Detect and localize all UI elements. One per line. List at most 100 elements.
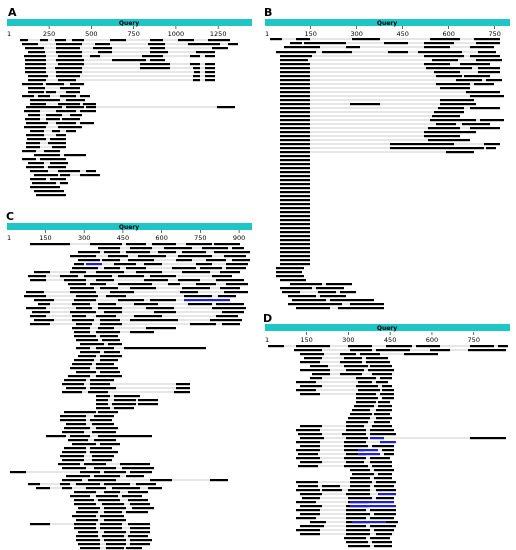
hit-segment	[470, 437, 506, 440]
hit-segment	[26, 122, 48, 125]
hit-segment	[90, 243, 122, 246]
hit-row	[296, 529, 394, 532]
hit-segment	[374, 477, 392, 480]
hit-segment	[212, 275, 232, 278]
hit-row	[354, 405, 392, 408]
hit-row	[62, 467, 154, 470]
hit-segment	[436, 75, 462, 78]
hit-segment	[486, 79, 502, 82]
hit-segment	[146, 307, 174, 310]
hit-segment	[340, 353, 356, 356]
hit-segment	[388, 51, 408, 54]
hit-segment	[40, 158, 66, 161]
hit-segment	[176, 383, 190, 386]
hit-segment	[30, 186, 60, 189]
hit-row	[280, 115, 460, 118]
hit-segment	[228, 43, 238, 46]
hit-row	[280, 63, 490, 66]
hit-row	[34, 319, 242, 322]
hit-segment	[80, 95, 90, 98]
hit-segment	[434, 111, 464, 114]
hit-segment	[158, 251, 176, 254]
hit-segment	[94, 475, 120, 478]
hit-segment	[98, 327, 114, 330]
hit-segment	[86, 170, 96, 173]
hit-row	[276, 271, 302, 274]
hit-row	[348, 545, 392, 548]
hit-row	[280, 223, 310, 226]
hit-segment	[74, 523, 96, 526]
hit-segment	[424, 55, 464, 58]
hit-segment	[66, 106, 84, 109]
hit-segment	[58, 170, 80, 173]
hit-segment	[78, 355, 96, 358]
hit-row	[280, 263, 310, 266]
hit-segment	[296, 489, 320, 492]
hit-segment	[344, 457, 366, 460]
hit-segment	[322, 489, 342, 492]
hit-row	[280, 183, 310, 186]
hit-segment	[56, 71, 82, 74]
hit-segment	[346, 453, 366, 456]
hit-segment	[60, 415, 86, 418]
hit-row	[22, 158, 66, 161]
hit-segment	[346, 437, 368, 440]
hit-segment	[66, 423, 86, 426]
hit-segment	[80, 471, 100, 474]
tick-label: 1	[7, 234, 11, 242]
hit-segment	[284, 46, 320, 49]
hit-row	[344, 537, 390, 540]
hit-segment	[64, 427, 90, 430]
hit-segment	[138, 399, 158, 402]
hit-segment	[296, 517, 316, 520]
hit-segment	[280, 207, 310, 210]
hit-segment	[64, 447, 86, 450]
hit-segment	[122, 495, 142, 498]
tick-label: 1	[7, 30, 11, 38]
hit-segment	[78, 543, 100, 546]
hit-segment	[34, 190, 64, 193]
hit-segment	[74, 491, 96, 494]
hit-segment	[150, 59, 165, 62]
hit-segment	[280, 211, 310, 214]
hit-segment	[470, 127, 500, 130]
hit-row	[78, 507, 154, 510]
hit-segment	[280, 187, 310, 190]
hit-segment	[38, 303, 50, 306]
hit-segment	[352, 409, 370, 412]
hit-segment	[280, 139, 310, 142]
hit-segment	[108, 343, 122, 346]
hit-segment	[205, 79, 215, 82]
hit-segment	[46, 114, 62, 117]
hit-segment	[194, 71, 200, 74]
hit-segment	[280, 255, 310, 258]
hit-segment	[30, 170, 48, 173]
hit-segment	[426, 67, 472, 70]
hit-segment	[212, 47, 228, 50]
hit-segment	[358, 389, 380, 392]
hit-segment	[280, 247, 310, 250]
hit-segment	[96, 395, 110, 398]
hit-segment	[102, 259, 120, 262]
hit-segment	[92, 459, 112, 462]
hit-segment	[70, 367, 90, 370]
hit-segment	[72, 327, 90, 330]
hit-segment	[346, 461, 364, 464]
hit-row	[310, 521, 398, 524]
hit-row	[26, 122, 94, 125]
hit-segment	[294, 349, 322, 352]
hit-segment	[64, 154, 86, 157]
hit-segment	[78, 531, 98, 534]
hit-segment	[280, 127, 310, 130]
tick-label: 750	[127, 30, 139, 38]
hit-segment	[78, 251, 100, 254]
hit-segment-highlight	[350, 501, 394, 504]
hit-segment	[296, 307, 330, 310]
hit-segment	[222, 311, 244, 314]
hit-segment	[140, 67, 170, 70]
hit-segment	[280, 83, 310, 86]
hit-segment	[28, 51, 45, 54]
hit-segment	[366, 361, 390, 364]
hit-segment	[292, 299, 326, 302]
